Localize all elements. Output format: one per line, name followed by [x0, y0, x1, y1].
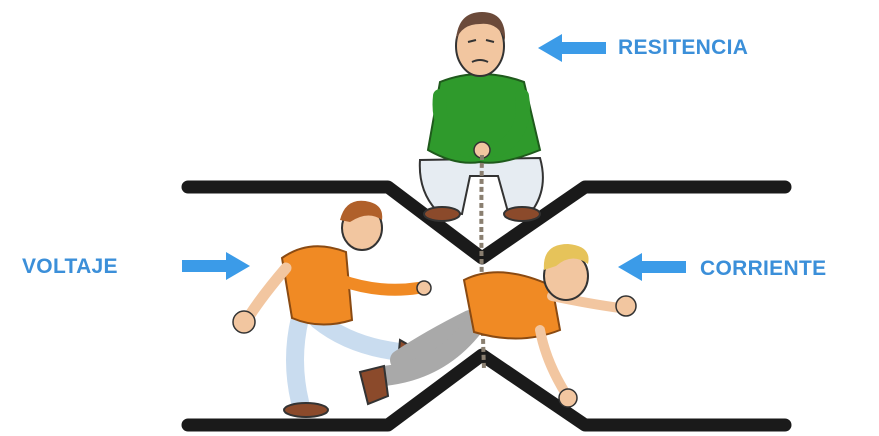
label-voltage: VOLTAJE: [22, 255, 118, 279]
current-man-icon: [360, 244, 636, 407]
arrow-current: [618, 253, 686, 281]
arrow-resistance: [538, 34, 606, 62]
pipe-bottom-wall: [188, 355, 785, 425]
pipe-top-wall: [188, 187, 785, 258]
voltage-man-icon: [233, 201, 431, 417]
arrow-voltage: [182, 252, 250, 280]
label-resistance: RESITENCIA: [618, 36, 748, 60]
label-current: CORRIENTE: [700, 257, 826, 281]
